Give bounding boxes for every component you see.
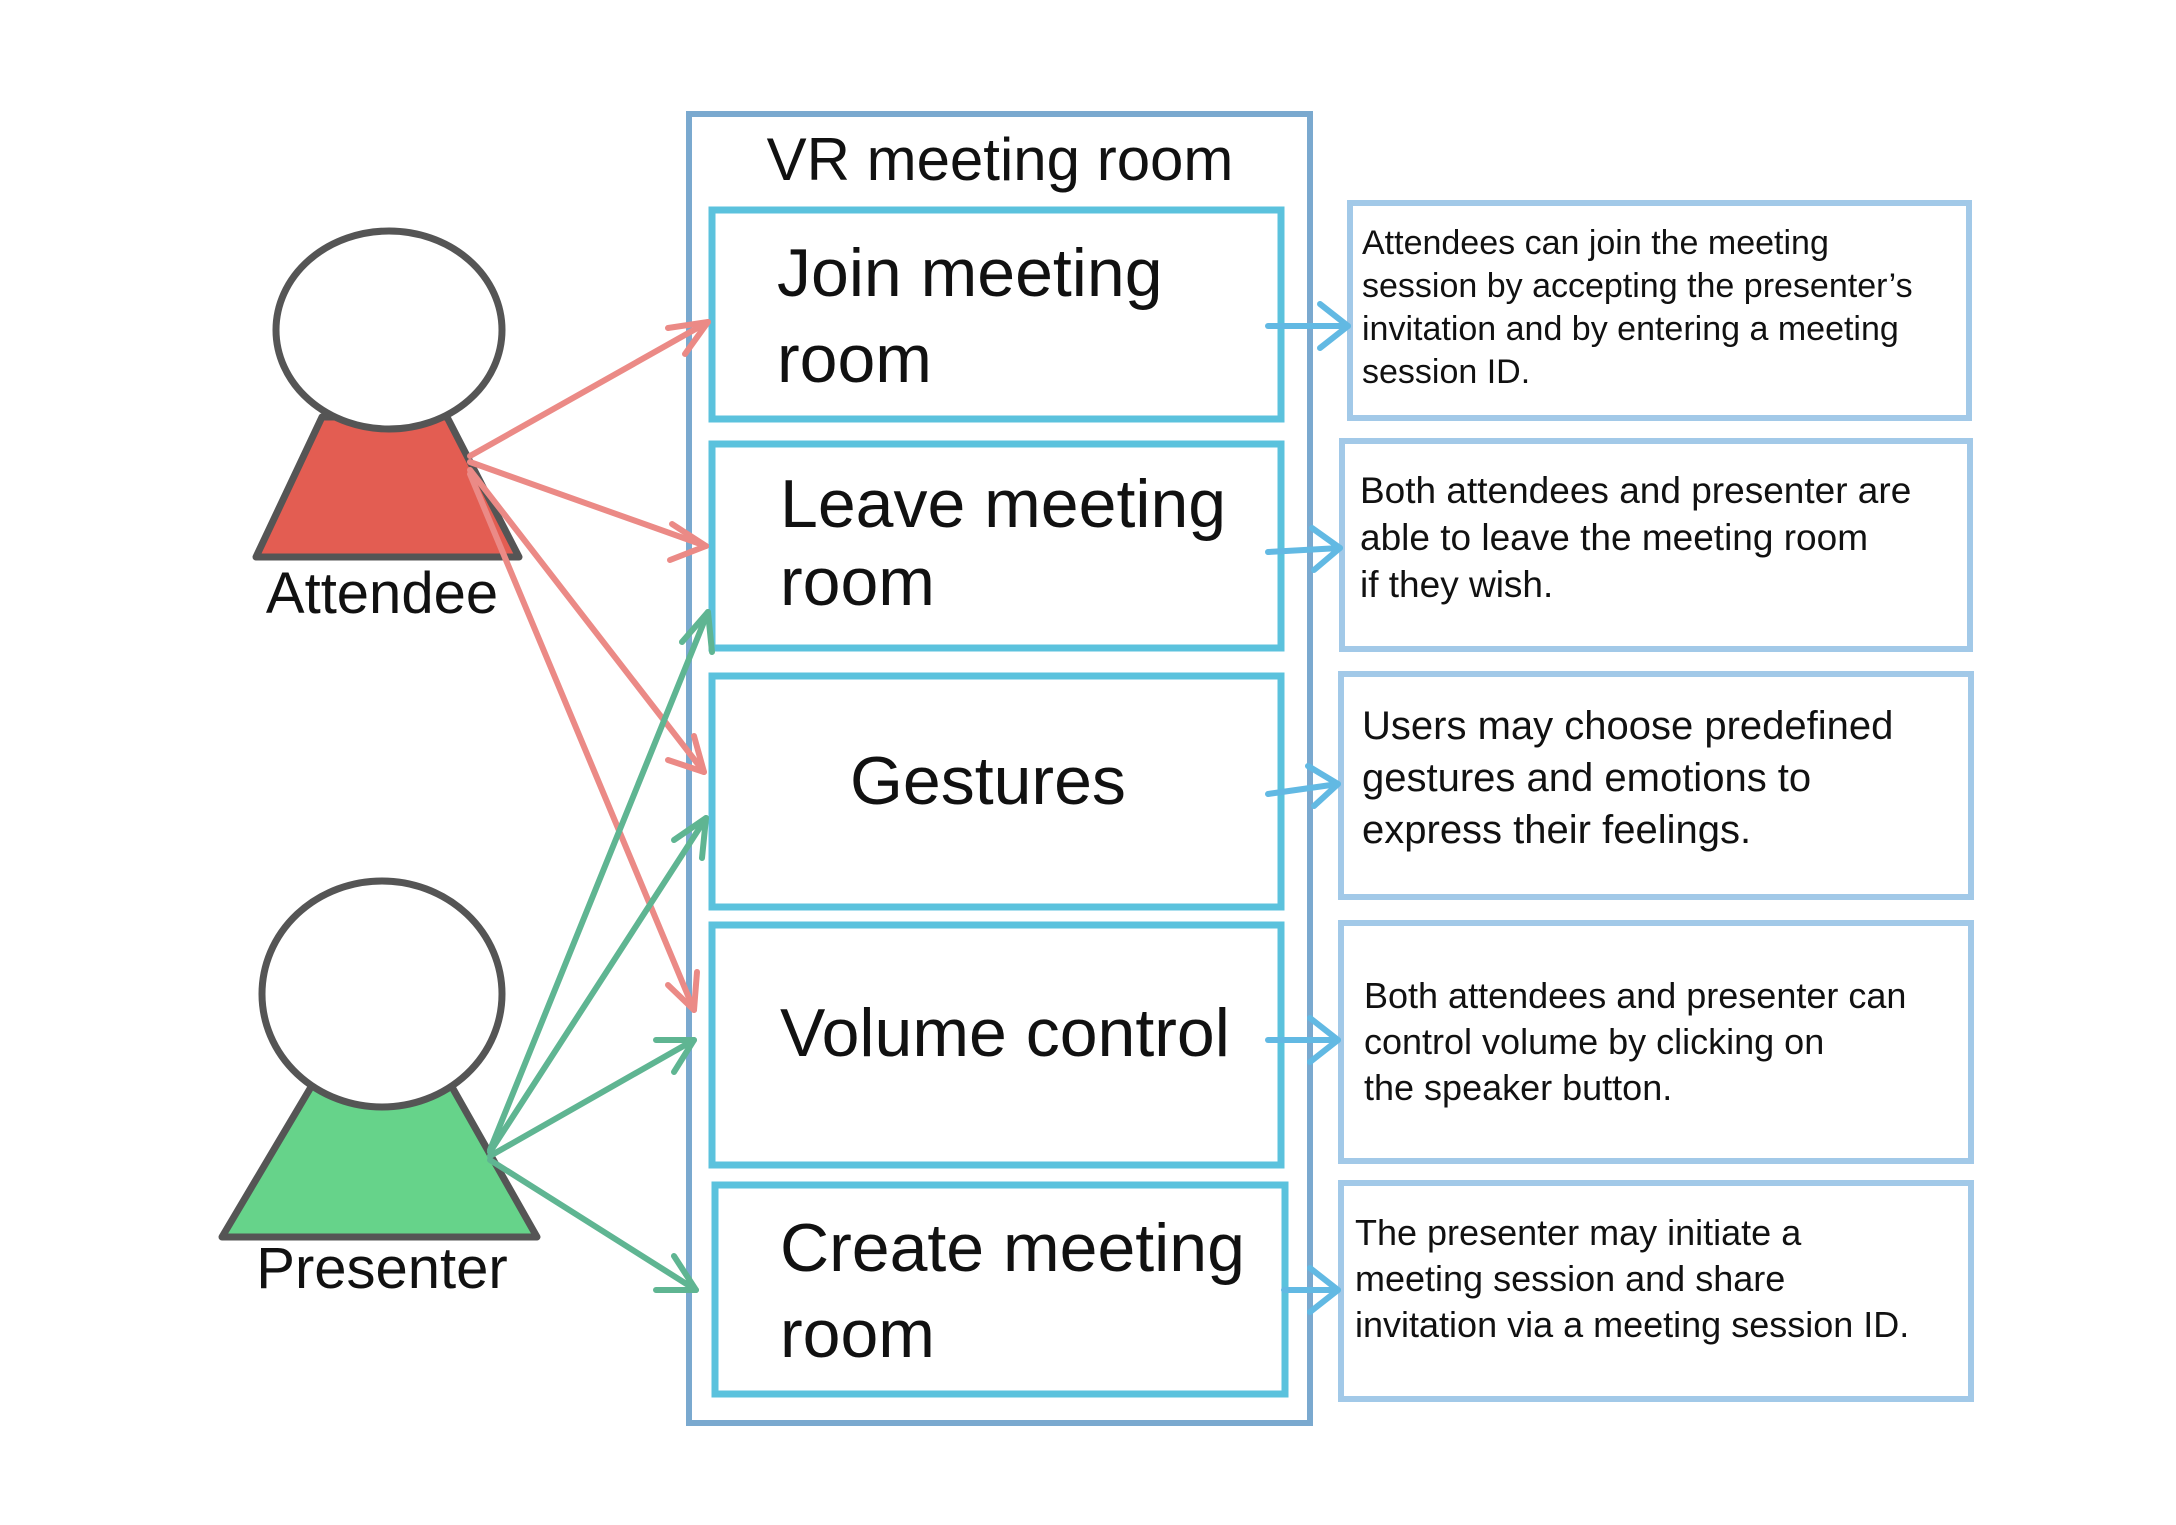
note-box-gestures	[1338, 671, 1974, 900]
note-create-text: The presenter may initiate a meeting ses…	[1355, 1212, 1910, 1345]
arrow-presenter-to-volume	[487, 1037, 697, 1159]
note-join-text: Attendees can join the meeting session b…	[1362, 224, 1913, 391]
arrow-attendee-to-volume	[467, 471, 700, 1013]
arrow-attendee-to-leave	[467, 459, 709, 563]
arrow-presenter-to-create	[487, 1157, 699, 1293]
note-box-create	[1338, 1180, 1974, 1402]
system-title: VR meeting room	[766, 126, 1234, 193]
note-box-join	[1347, 200, 1972, 421]
presenter-arrows	[487, 609, 715, 1293]
usecase-box-volume	[708, 921, 1285, 1169]
attendee-actor	[252, 227, 523, 561]
attendee-head	[272, 227, 506, 433]
usecase-box-join	[708, 206, 1285, 423]
usecase-box-leave	[708, 440, 1285, 652]
presenter-actor	[218, 877, 541, 1241]
note-leave-text: Both attendees and presenter are able to…	[1360, 470, 1912, 605]
arrow-create-to-note	[1281, 1265, 1341, 1315]
usecase-create-label: Create meeting room	[780, 1210, 1245, 1372]
arrow-gestures-to-note	[1265, 763, 1341, 809]
presenter-label: Presenter	[256, 1236, 508, 1301]
usecase-gestures-label: Gestures	[850, 743, 1126, 819]
attendee-label: Attendee	[265, 561, 499, 626]
arrow-attendee-to-join	[467, 319, 711, 459]
arrow-join-to-note	[1265, 301, 1351, 351]
arrow-volume-to-note	[1265, 1015, 1341, 1065]
note-volume-text: Both attendees and presenter can control…	[1364, 975, 1907, 1108]
arrow-presenter-to-leave	[487, 609, 715, 1153]
arrow-leave-to-note	[1265, 525, 1343, 573]
arrow-presenter-to-gestures	[487, 815, 709, 1155]
note-gestures-text: Users may choose predefined gestures and…	[1362, 704, 1894, 852]
note-box-volume	[1338, 920, 1974, 1164]
usecase-box-create	[711, 1181, 1289, 1398]
usecase-leave-label: Leave meeting room	[780, 466, 1227, 620]
presenter-head	[258, 877, 506, 1111]
note-box-leave	[1339, 438, 1973, 652]
usecase-volume-label: Volume control	[780, 995, 1230, 1071]
usecase-join-label: Join meeting room	[777, 235, 1163, 397]
note-arrows	[1265, 301, 1351, 1315]
